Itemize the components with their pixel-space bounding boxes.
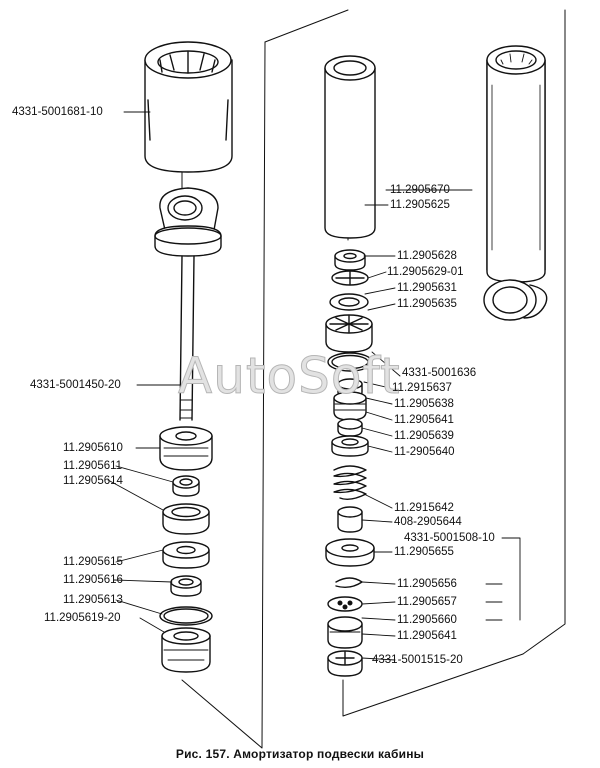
- label-4331-5001681-10: 4331-5001681-10: [12, 106, 103, 118]
- label-11-2905657: 11.2905657: [397, 596, 457, 608]
- label-11-2905635: 11.2905635: [397, 298, 457, 310]
- label-4331-5001508-10: 4331-5001508-10: [404, 532, 495, 544]
- label-11-2905641-upper: 11.2905641: [394, 414, 454, 426]
- outer-cylinder-part: [483, 45, 548, 321]
- label-11-2905641-lower: 11.2905641: [397, 630, 457, 642]
- label-11-2905660: 11.2905660: [397, 614, 457, 626]
- label-11-2905625: 11.2905625: [390, 199, 450, 211]
- label-11-2915642: 11.2915642: [394, 502, 454, 514]
- label-11-2905629-01: 11.2905629-01: [387, 266, 464, 278]
- label-11-2905628: 11.2905628: [397, 250, 457, 262]
- label-11-2905610: 11.2905610: [63, 442, 123, 454]
- label-4331-5001636: 4331-5001636: [402, 367, 477, 379]
- label-11-2905656: 11.2905656: [397, 578, 457, 590]
- middle-valve-stack: [325, 249, 375, 677]
- label-11-2905614: 11.2905614: [63, 475, 123, 487]
- label-11-2905619-20: 11.2905619-20: [44, 612, 121, 624]
- label-11-2905655: 11.2905655: [394, 546, 454, 558]
- label-11-2905613: 11.2905613: [63, 594, 123, 606]
- figure-caption: Рис. 157. Амортизатор подвески кабины: [175, 747, 425, 761]
- label-11-2905670: 11.2905670: [390, 184, 450, 196]
- inner-tube-part: [324, 55, 376, 239]
- piston-rod-part: [154, 187, 222, 421]
- label-11-2905639: 11.2905639: [394, 430, 454, 442]
- label-11-2905631: 11.2905631: [397, 282, 457, 294]
- label-11-2905638: 11.2905638: [394, 398, 454, 410]
- leader-lines: [107, 111, 521, 661]
- label-4331-5001515-20: 4331-5001515-20: [372, 654, 463, 666]
- label-408-2905644: 408-2905644: [394, 516, 462, 528]
- label-4331-5001450-20: 4331-5001450-20: [30, 379, 121, 391]
- label-11-2915637: 11.2915637: [392, 382, 452, 394]
- label-11-2905640: 11-2905640: [394, 446, 455, 458]
- label-11-2905611: 11.2905611: [63, 460, 123, 472]
- label-11-2905615: 11.2905615: [63, 556, 123, 568]
- autosoft-watermark: AutoSoft: [178, 347, 401, 405]
- spring-shape: [333, 465, 367, 501]
- rubber-sleeve-part: [144, 41, 233, 173]
- label-11-2905616: 11.2905616: [63, 574, 123, 586]
- left-piston-stack: [159, 426, 213, 673]
